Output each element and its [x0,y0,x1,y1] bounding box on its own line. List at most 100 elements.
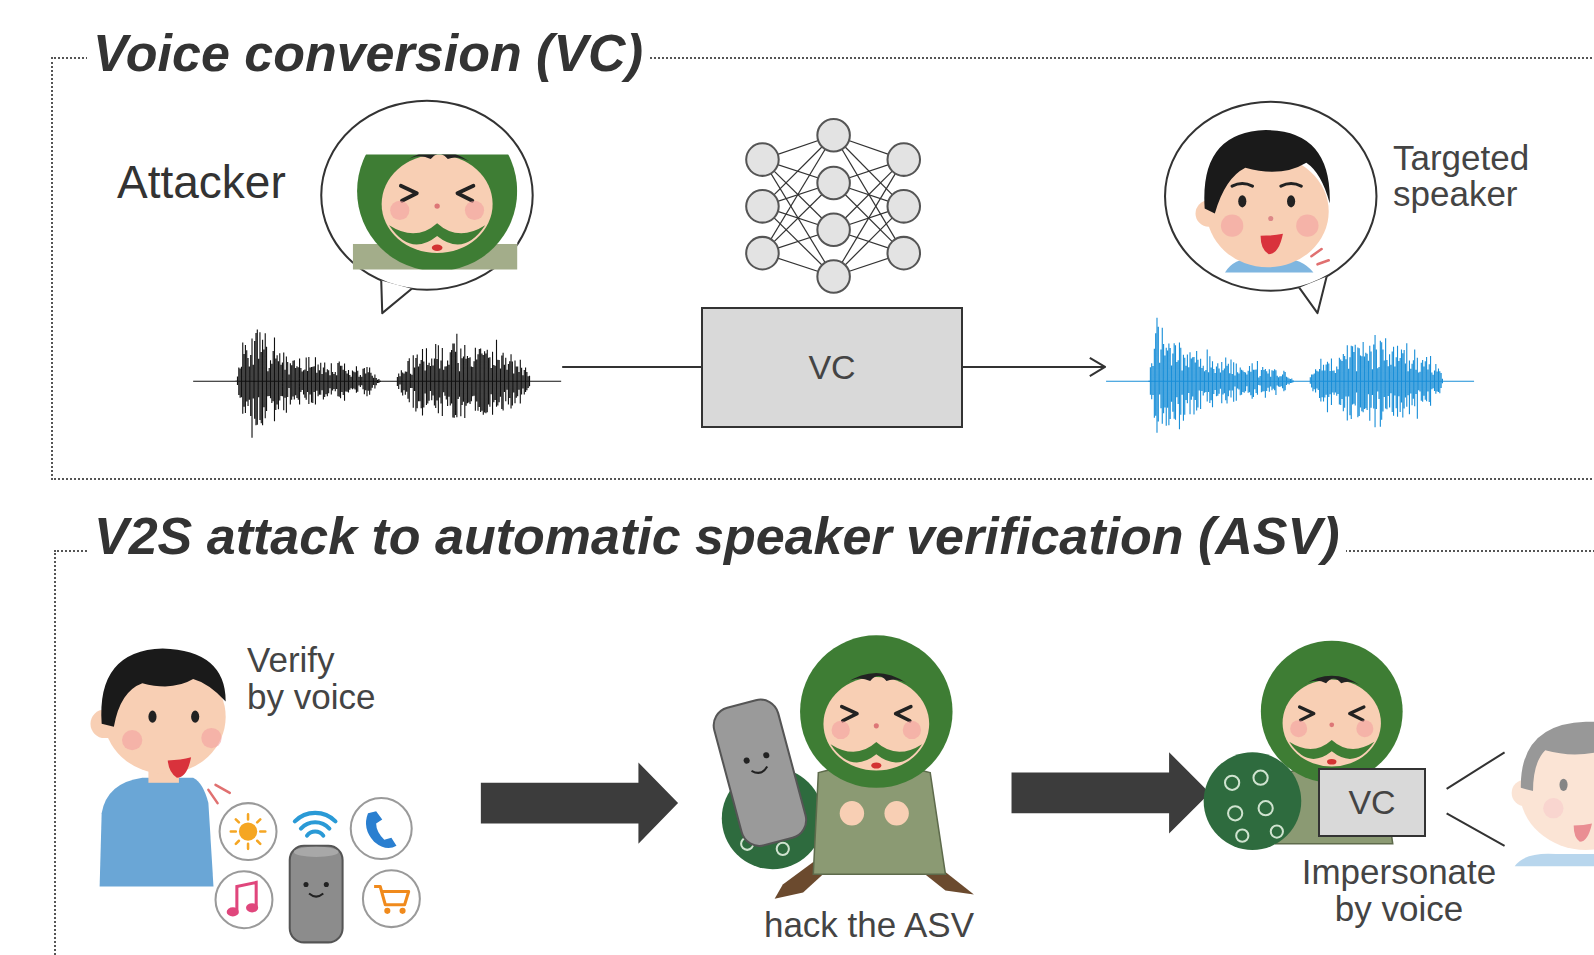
smart-speaker-icons [309,894,323,897]
attacker-face [357,155,517,270]
neural-network-icon [746,190,779,223]
target-bubble [1165,102,1376,291]
smart-speaker-icons [220,803,277,860]
section-title: Voice conversion (VC) [87,23,649,83]
waveform [1106,318,1474,433]
step-arrow [1012,752,1210,833]
waveform [193,329,561,437]
smart-speaker-icons [384,908,390,914]
flow-line [562,366,701,368]
smart-speaker-icons [295,813,336,836]
smart-speaker-icons [290,846,343,943]
target-face [1196,130,1330,272]
flow-line [963,366,1104,368]
thief-figure [710,695,811,850]
impersonator-figure [1253,771,1267,785]
user-figure [208,785,229,803]
thief-figure [884,801,908,825]
vc-box: VC [1318,768,1426,837]
faded-target-face [1521,722,1594,791]
neural-network-icon [887,237,920,270]
impersonator-figure [1228,806,1242,820]
smart-speaker-icons [246,903,258,912]
impersonator-figure [1261,641,1403,783]
target-face [1238,195,1246,207]
user-figure [100,778,214,887]
target-face [1261,234,1283,254]
impersonator-figure [1225,776,1239,790]
neural-network-icon [887,190,920,223]
target-bubble [1299,277,1326,314]
step-arrow [481,762,678,843]
neural-network-icon [746,237,779,270]
impersonator-figure [1204,752,1302,850]
neural-network-icon [887,143,920,176]
smart-speaker-icons [363,870,420,927]
thief-figure [777,843,789,855]
vc-box: VC [701,307,963,428]
thief-figure [752,767,769,775]
smart-speaker-icons [351,798,412,859]
user-figure [168,757,191,777]
section-panel: Voice conversion (VC)VC [51,57,1594,480]
box-label: VC [1348,783,1395,822]
faded-target-face [1574,823,1592,841]
user-figure [201,728,221,748]
verify-label: Verify by voice [247,641,381,715]
impersonator-figure [1204,641,1403,850]
voice-lines [1447,752,1505,846]
faded-target-face [1559,779,1567,791]
faded-target-face [1512,722,1594,866]
voice-lines [1447,752,1505,846]
impersonator-figure [1259,801,1273,815]
target-face [1232,183,1301,186]
neural-network-icon [817,213,850,246]
user-figure [191,711,199,723]
smart-speaker-icons [216,871,273,928]
smart-speaker-icons [294,847,339,857]
neural-network-icon [746,119,920,293]
target-face [1204,130,1329,213]
target-bubble [1165,102,1376,313]
thief-figure [840,801,864,825]
smart-speaker-icons [366,811,396,848]
user-figure [90,649,229,887]
smart-speaker-icons [324,882,329,887]
neural-network-icon [817,119,850,152]
impersonator-figure [1225,771,1283,842]
smart-speaker-icons [374,886,409,904]
smart-speaker-icons [227,907,239,916]
attacker-face [353,155,518,270]
impersonator-figure [1271,825,1283,837]
thief-figure [743,757,750,764]
target-face [1287,195,1295,207]
box-label: VC [808,348,855,387]
target-label: Targeted speaker [1393,140,1571,212]
impersonate-label: Impersonate by voice [1289,853,1509,927]
smart-speaker-icons [231,814,266,849]
target-face [1296,215,1318,237]
hack-label: hack the ASV [739,907,999,943]
smart-speaker-icons [400,908,406,914]
neural-network-icon [817,167,850,200]
section-title: V2S attack to automatic speaker verifica… [88,506,1346,566]
thief-figure [710,695,811,850]
attacker-bubble [381,281,411,314]
smart-speaker-icons [303,882,308,887]
user-figure [148,711,156,723]
target-face [1311,249,1328,264]
attacker-label: Attacker [117,156,337,209]
thief-figure [710,635,974,898]
faded-target-face [1515,854,1594,866]
thief-figure [763,752,770,759]
smart-speaker-icons [216,798,420,942]
attacker-bubble [321,101,532,313]
neural-network-icon [746,143,779,176]
smart-speaker-icons [239,822,257,840]
thief-figure [800,635,952,787]
user-figure [101,649,225,727]
target-face [1268,216,1273,221]
faded-target-face [1543,798,1563,818]
target-face [1221,215,1243,237]
